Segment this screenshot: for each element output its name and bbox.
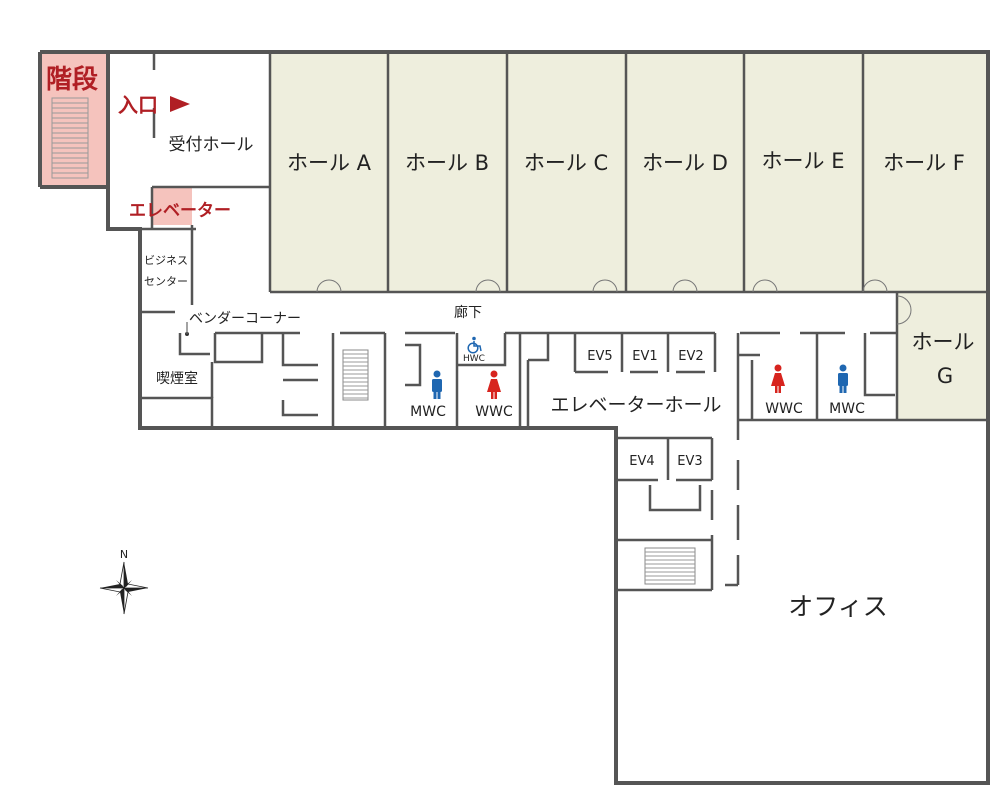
- hall-a-label: ホール A: [287, 151, 372, 175]
- door-swing: [316, 279, 342, 293]
- mwc-left-label: MWC: [410, 404, 446, 420]
- wwc-left-label: WWC: [475, 404, 513, 420]
- triangle-right-icon: [170, 96, 190, 112]
- door-swing: [752, 279, 778, 293]
- elevator-bank-north: [573, 333, 740, 440]
- man-icon: [838, 364, 848, 393]
- compass-north-label: N: [120, 548, 128, 561]
- elevator-label: エレベーター: [129, 201, 231, 221]
- elevator-area[interactable]: [152, 187, 192, 225]
- business-center-label-1: ビジネス: [144, 254, 188, 267]
- door-swing: [592, 279, 618, 293]
- vending-area-walls: [140, 322, 264, 428]
- hall-b-label: ホール B: [405, 151, 489, 175]
- hall-e-area[interactable]: [744, 52, 863, 292]
- restrooms-right-walls: [738, 333, 988, 422]
- hall-d-label: ホール D: [642, 151, 728, 175]
- ev2-label: EV2: [678, 349, 703, 364]
- vending-corner-label: ベンダーコーナー: [189, 311, 301, 327]
- hall-c-area[interactable]: [507, 52, 626, 292]
- elevator-bank-south: [616, 436, 740, 592]
- woman-icon: [771, 364, 785, 393]
- corridor-label: 廊下: [454, 304, 482, 321]
- entrance-label: 入口: [118, 93, 158, 117]
- central-stairs-walls: [281, 333, 387, 428]
- wwc-right-label: WWC: [765, 401, 803, 417]
- reception-hall-label: 受付ホール: [169, 135, 254, 155]
- hall-g-label-2: G: [937, 364, 953, 388]
- compass-rose-icon: [99, 561, 149, 615]
- restrooms-left-walls: [405, 333, 550, 428]
- stairs-label: 階段: [46, 64, 98, 95]
- door-swing: [672, 279, 698, 293]
- wheelchair-icon: [467, 336, 482, 354]
- man-icon: [432, 370, 442, 399]
- hall-doors: [316, 279, 888, 293]
- door-swing: [475, 279, 501, 293]
- stairs-area[interactable]: [40, 52, 108, 187]
- hall-b-area[interactable]: [388, 52, 507, 292]
- hall-g-label-1: ホール: [912, 330, 975, 354]
- corridor-walls: [140, 310, 897, 335]
- outer-wall-west: [106, 52, 142, 305]
- hall-a-area[interactable]: [270, 52, 388, 292]
- mwc-right-label: MWC: [829, 401, 865, 417]
- hall-f-label: ホール F: [883, 151, 965, 175]
- elevator-hall-label: エレベーターホール: [550, 394, 721, 416]
- hwc-label: HWC: [463, 354, 485, 364]
- stairs-treads: [51, 97, 89, 179]
- smoking-room-label: 喫煙室: [156, 370, 198, 387]
- outer-wall: [108, 50, 990, 785]
- business-center-label-2: センター: [144, 275, 188, 288]
- office-label: オフィス: [788, 592, 888, 621]
- hall-f-area[interactable]: [863, 52, 988, 292]
- ev3-label: EV3: [677, 454, 702, 469]
- hall-g-area[interactable]: [897, 293, 988, 420]
- hall-e-label: ホール E: [762, 149, 845, 173]
- ev5-label: EV5: [587, 349, 612, 364]
- woman-icon: [487, 370, 501, 399]
- hall-fills: [270, 52, 988, 420]
- hall-d-area[interactable]: [626, 52, 744, 292]
- hall-c-label: ホール C: [524, 151, 608, 175]
- ev4-label: EV4: [629, 454, 654, 469]
- door-swing: [862, 279, 888, 293]
- ev1-label: EV1: [632, 349, 657, 364]
